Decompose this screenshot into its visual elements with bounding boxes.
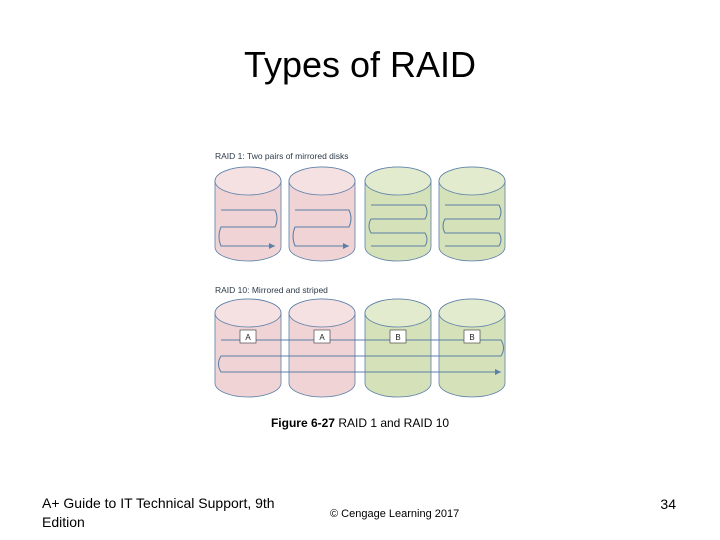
raid10-disk-3-top [364, 298, 432, 328]
footer-copyright: © Cengage Learning 2017 [330, 508, 460, 520]
raid1-track-disk-1 [218, 209, 278, 247]
raid1-disk-1-top [214, 166, 282, 196]
raid10-block-1-label: A [245, 333, 251, 342]
raid10-block-3-label: B [395, 333, 400, 342]
raid10-disk-4-top [438, 298, 506, 328]
raid10-stripe-arrow [495, 369, 501, 375]
raid10-block-4-label: B [469, 333, 474, 342]
raid1-disk-4-top [438, 166, 506, 196]
raid1-disk-3-top [364, 166, 432, 196]
raid1-label: RAID 1: Two pairs of mirrored disks [215, 151, 349, 161]
raid10-disk-1-top [214, 298, 282, 328]
footer-book-title: A+ Guide to IT Technical Support, 9th Ed… [42, 495, 275, 530]
raid10-block-1 [239, 329, 257, 344]
raid1-track-disk-1-arrow [269, 243, 275, 249]
raid10-disk-2-top [288, 298, 356, 328]
raid10-stripe-track [218, 339, 504, 373]
figure-caption: Figure 6-27 RAID 1 and RAID 10 [0, 416, 720, 430]
raid10-block-2 [313, 329, 331, 344]
page-number: 34 [660, 496, 676, 512]
raid1-track-disk-4 [442, 204, 502, 247]
figure-title: RAID 1 and RAID 10 [334, 416, 450, 430]
raid10-label: RAID 10: Mirrored and striped [215, 285, 328, 295]
raid1-track-disk-3 [368, 204, 428, 247]
raid1-track-disk-2 [292, 209, 352, 247]
raid10-block-4 [463, 329, 481, 344]
raid10-block-2-label: A [319, 333, 325, 342]
raid10-block-3 [389, 329, 407, 344]
slide-title: Types of RAID [243, 44, 477, 85]
raid1-track-disk-2-arrow [343, 243, 349, 249]
figure-number: Figure 6-27 [270, 416, 335, 430]
raid1-disk-2-top [288, 166, 356, 196]
raid-diagram: RAID 1: Two pairs of mirrored disks RAID… [205, 145, 525, 400]
